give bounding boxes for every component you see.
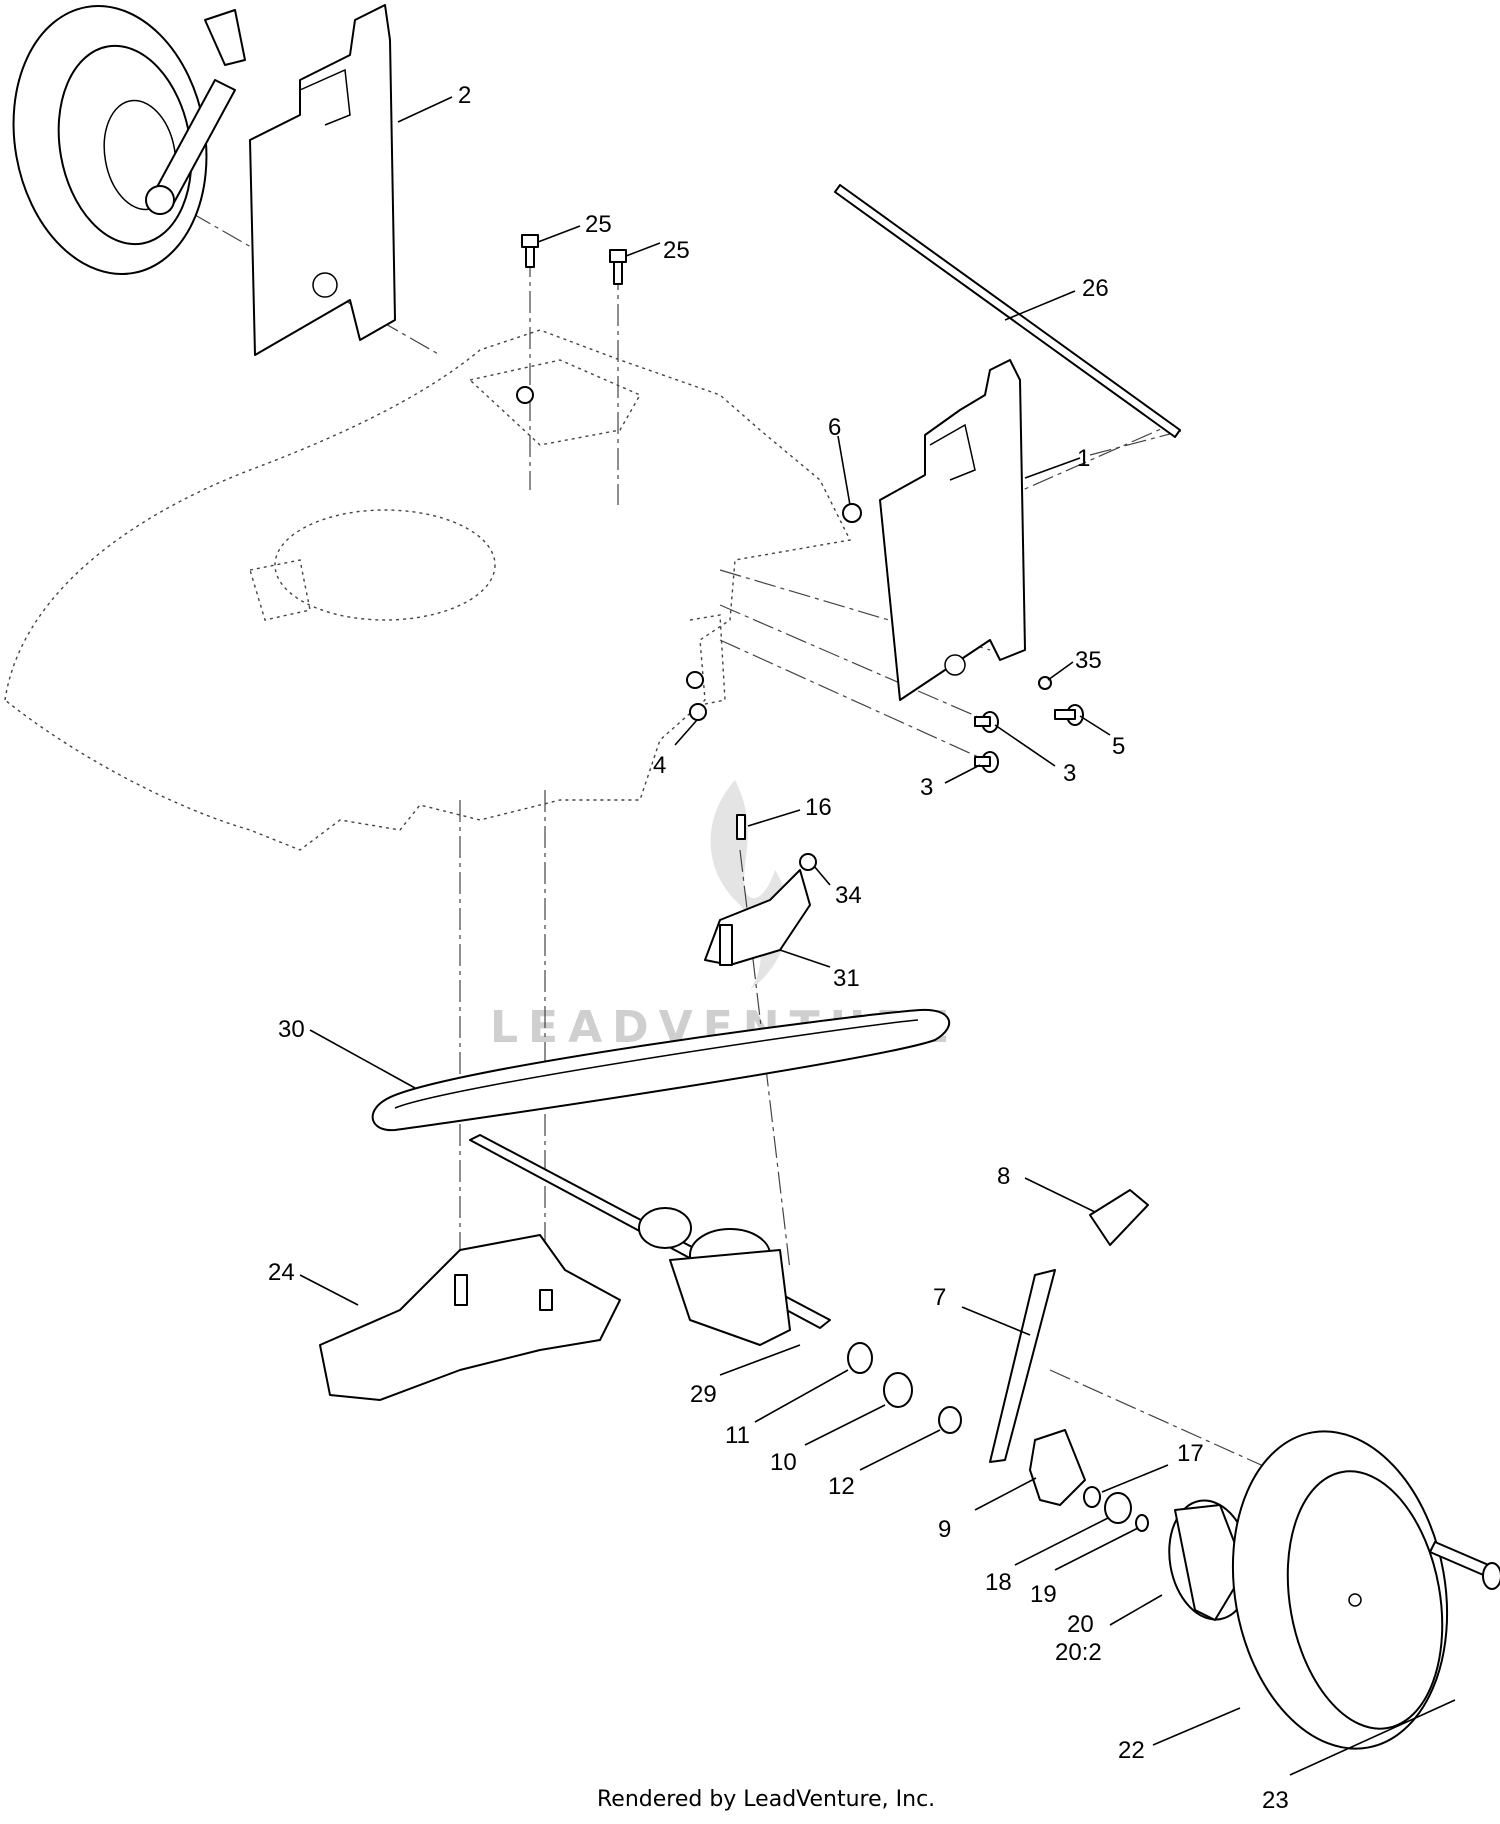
callout-18: 18 <box>985 1569 1012 1596</box>
callout-35: 35 <box>1075 647 1102 674</box>
callout-7: 7 <box>933 1284 946 1311</box>
screw-16 <box>736 814 746 840</box>
lever-knob-8 <box>1089 1189 1149 1246</box>
callout-23: 23 <box>1262 1787 1289 1814</box>
cup-20 <box>1168 1499 1252 1621</box>
callout-31: 31 <box>833 965 860 992</box>
footer-credit: Rendered by LeadVenture, Inc. <box>597 1787 935 1812</box>
callout-19: 19 <box>1030 1581 1057 1608</box>
leader-lines <box>299 96 1456 1776</box>
bolt-25-left <box>521 234 539 268</box>
bolt-34 <box>799 853 817 871</box>
callout-1: 1 <box>1077 445 1090 472</box>
rear-wheel-right <box>1231 1430 1449 1750</box>
callout-26: 26 <box>1082 275 1109 302</box>
callout-6: 6 <box>828 414 841 441</box>
callout-34: 34 <box>835 882 862 909</box>
mower-deck-outline <box>4 329 852 851</box>
callout-5: 5 <box>1112 733 1125 760</box>
callout-4: 4 <box>653 752 666 779</box>
callout-24: 24 <box>268 1259 295 1286</box>
nut-6 <box>842 503 862 523</box>
bushing-10 <box>883 1372 913 1408</box>
callout-16: 16 <box>805 794 832 821</box>
wheel-bolt-23 <box>1429 1541 1500 1590</box>
bolt-3-upper <box>974 711 999 733</box>
transmission-29 <box>469 1134 831 1346</box>
callout-25b: 25 <box>663 237 690 264</box>
callout-30: 30 <box>278 1016 305 1043</box>
height-adjust-plate-left <box>249 4 396 356</box>
callout-9: 9 <box>938 1516 951 1543</box>
callout-17: 17 <box>1177 1440 1204 1467</box>
callout-11: 11 <box>725 1422 750 1449</box>
callout-25a: 25 <box>585 211 612 238</box>
clip-19 <box>1135 1514 1149 1532</box>
rear-wheel-left <box>12 5 246 275</box>
rod-26 <box>834 184 1181 438</box>
bracket-31 <box>704 869 811 966</box>
bushing-11 <box>847 1342 873 1374</box>
nuts-4 <box>686 671 707 721</box>
callout-3b: 3 <box>920 774 933 801</box>
bolt-25-right <box>609 249 627 285</box>
callout-3a: 3 <box>1063 760 1076 787</box>
callout-10: 10 <box>770 1449 797 1476</box>
bolt-3-lower <box>974 751 999 773</box>
spacer-12 <box>938 1406 962 1434</box>
callout-2: 2 <box>458 82 471 109</box>
height-adjust-plate-right <box>879 359 1026 701</box>
callout-12: 12 <box>828 1473 855 1500</box>
plate-9 <box>1029 1429 1086 1506</box>
callout-29: 29 <box>690 1381 717 1408</box>
callout-8: 8 <box>997 1163 1010 1190</box>
gear-18 <box>1104 1492 1132 1524</box>
callout-22: 22 <box>1118 1737 1145 1764</box>
callout-20: 20 <box>1067 1611 1094 1638</box>
callout-20-2: 20:2 <box>1055 1639 1102 1666</box>
lever-7 <box>989 1269 1056 1463</box>
drive-belt-30 <box>371 1008 950 1132</box>
washer-17 <box>1083 1486 1101 1508</box>
callouts: 2 25 25 26 6 1 35 5 3 3 4 16 34 31 30 8 … <box>268 82 1289 1814</box>
bolt-5 <box>1054 704 1084 726</box>
nut-deck <box>516 386 534 404</box>
shield-24 <box>319 1234 621 1401</box>
